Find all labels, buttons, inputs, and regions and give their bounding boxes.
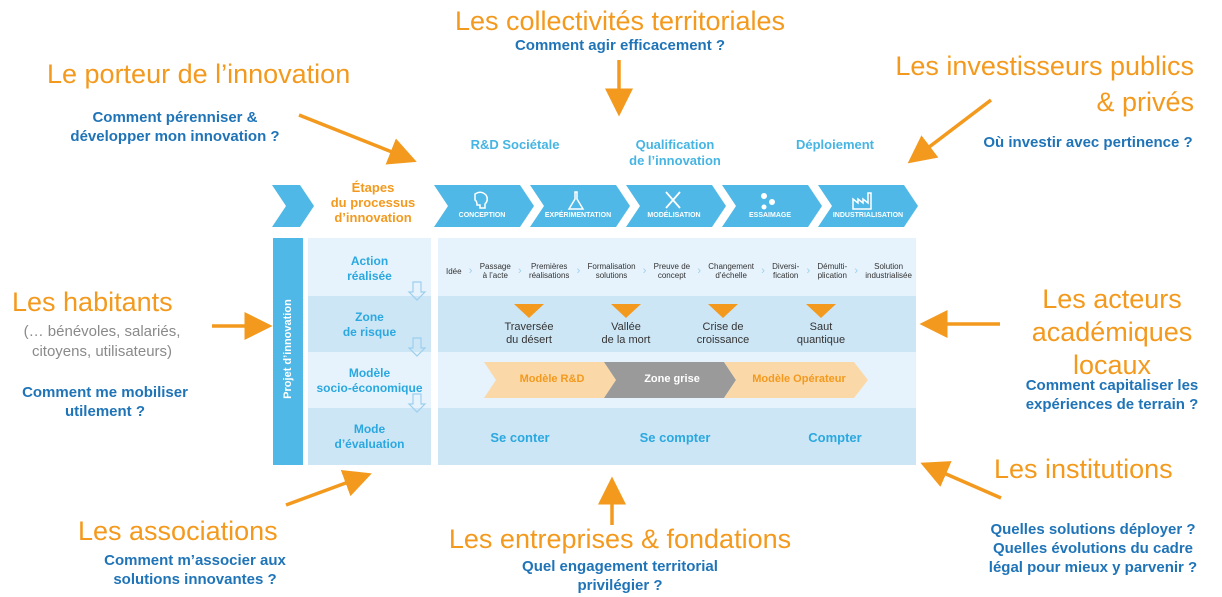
institutions-title: Les institutions [994, 454, 1173, 484]
step-label-essaimage: ESSAIMAGE [748, 212, 791, 219]
model-grise-label: Zone grise [644, 373, 700, 385]
lead-chevron [272, 185, 314, 227]
step-chevron [434, 185, 534, 227]
chevron-right-icon: › [761, 264, 765, 277]
habitants-title: Les habitants [12, 287, 173, 317]
step-chevron [530, 185, 630, 227]
chevron-right-icon: › [576, 264, 581, 277]
collectivites-question: Comment agir efficacement ? [514, 37, 726, 54]
associations-title: Les associations [78, 516, 278, 546]
left-band [273, 238, 303, 465]
steps-chevrons [272, 185, 918, 227]
risk-triangle [514, 304, 544, 318]
band-mode [308, 408, 431, 465]
habitants-subtitle: (… bénévoles, salariés,citoyens, utilisa… [23, 323, 181, 360]
model-rd-shape [484, 362, 616, 398]
step-label-industrialisation: INDUSTRIALISATION [832, 212, 904, 219]
action-item: Démulti-plication [817, 262, 848, 280]
factory-icon [852, 192, 872, 210]
step-chevron [818, 185, 918, 227]
tools-icon [665, 191, 681, 209]
step-chevron [722, 185, 822, 227]
model-operateur-shape [724, 362, 868, 398]
action-item: Idée [446, 266, 462, 276]
phase-deploiement: Déploiement [795, 137, 874, 152]
risk-triangle [806, 304, 836, 318]
model-operateur-label: Modèle Opérateur [752, 373, 846, 385]
eval-compter: Compter [808, 430, 862, 445]
chevron-right-icon: › [468, 264, 473, 277]
arrow-associations [285, 469, 372, 507]
eval-se-conter: Se conter [490, 430, 550, 445]
porteur-title: Le porteur de l’innovation [47, 59, 351, 89]
phase-rd: R&D Sociétale [470, 137, 560, 152]
risk-triangle [611, 304, 641, 318]
chevron-right-icon: › [854, 264, 859, 277]
institutions-question: Quelles solutions déployer ?Quelles évol… [988, 521, 1198, 576]
chevron-right-icon: › [697, 264, 701, 277]
down-arrow-icon [407, 281, 427, 413]
action-item: Diversi-fication [772, 262, 800, 280]
risk-triangle [708, 304, 738, 318]
head-icon [474, 191, 489, 209]
arrow-investisseurs [907, 98, 993, 164]
arrow-institutions [920, 461, 1002, 500]
chevron-right-icon: › [806, 264, 811, 277]
chevron-right-icon: › [642, 264, 647, 277]
step-chevron [626, 185, 726, 227]
eval-se-compter: Se compter [639, 430, 711, 445]
arrow-porteur [298, 113, 417, 165]
step-label-modelisation: MODÉLISATION [647, 212, 701, 219]
collectivites-title: Les collectivités territoriales [454, 6, 786, 36]
step-label-experimentation: EXPÉRIMENTATION [544, 212, 612, 219]
investisseurs-title: Les investisseurs publics& privés [895, 51, 1194, 117]
risk-markers [514, 304, 836, 318]
porteur-question: Comment pérenniser &développer mon innov… [70, 109, 280, 145]
flask-icon [567, 191, 585, 210]
step-label-conception: CONCEPTION [458, 212, 506, 219]
chevron-right-icon: › [518, 264, 522, 277]
model-rd-label: Modèle R&D [519, 373, 585, 385]
molecule-icon [761, 193, 775, 210]
row-arrows [407, 281, 427, 413]
model-arrows [484, 362, 868, 398]
investisseurs-question: Où investir avec pertinence ? [983, 134, 1193, 151]
entreprises-title: Les entreprises & fondations [448, 524, 792, 554]
band-zone [308, 296, 431, 352]
band-mode-content [438, 408, 916, 465]
model-grise-shape [604, 362, 736, 398]
